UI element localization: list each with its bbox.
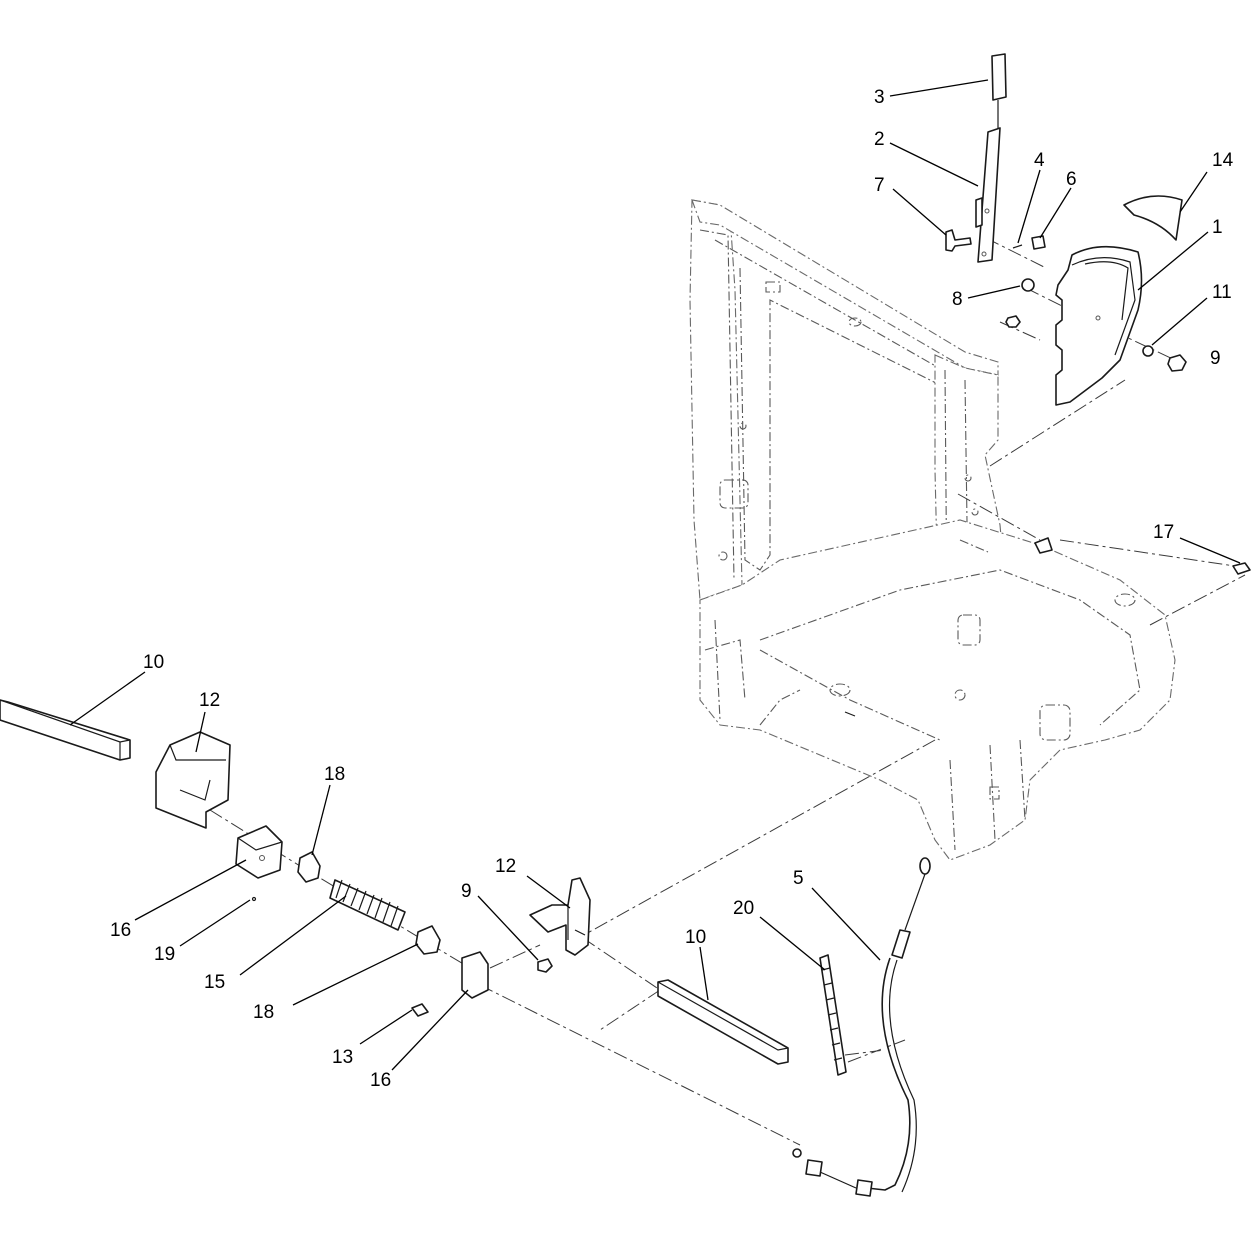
callout-19: 19 [154,944,175,965]
callout-12-left: 12 [199,690,220,711]
spacer-18-bottom [415,925,441,955]
cable-5 [792,857,931,1197]
bracket-12-left [155,731,231,829]
callout-7: 7 [874,175,885,196]
nut-8 [1021,278,1035,292]
callout-10-right: 10 [685,927,706,948]
callout-10-left: 10 [143,652,164,673]
callout-14: 14 [1212,150,1234,171]
callout-18-top: 18 [324,764,345,785]
spring-15 [329,879,406,931]
callout-6: 6 [1066,169,1077,190]
pin-4 [1012,244,1023,249]
pin-19 [251,896,257,902]
callout-18-bottom: 18 [253,1002,274,1023]
nut-9-bottom [537,958,553,973]
lower-linkage [0,699,931,1197]
callout-9-bottom: 9 [461,881,472,902]
callout-16-bottom: 16 [370,1070,391,1091]
bolt-6 [1031,235,1046,250]
washer-11 [1142,345,1154,357]
spring-20 [819,954,847,1076]
block-16-bottom [461,951,489,999]
callout-16-left: 16 [110,920,131,941]
callout-4: 4 [1034,150,1045,171]
callout-17: 17 [1153,522,1174,543]
callout-5: 5 [793,868,804,889]
callout-leaders [69,79,1241,1071]
spacer-18-top [297,851,321,883]
block-16-left [235,825,283,879]
callout-2: 2 [874,129,885,150]
cover-14 [1123,195,1183,241]
nut-9-top [1167,354,1187,372]
callout-9-top: 9 [1210,348,1221,369]
machine-frame [689,199,1176,861]
callout-8: 8 [952,289,963,310]
bolt-13 [411,1003,429,1017]
callout-20: 20 [733,898,754,919]
lever-grip [991,53,1007,101]
bolt-7 [945,229,972,252]
lever-assembly [945,53,1251,575]
callout-12-right: 12 [495,856,516,877]
assembly-centerlines [209,237,1249,1146]
bar-10-left [0,699,131,761]
callout-13: 13 [332,1047,353,1068]
callout-1: 1 [1212,217,1223,238]
callout-11: 11 [1212,282,1232,303]
lever-arm [977,127,1001,263]
callout-15: 15 [204,972,225,993]
bolt-17 [1232,562,1251,575]
callout-3: 3 [874,87,885,108]
callout-labels: 3 2 4 6 7 14 1 8 11 9 17 10 12 18 16 19 … [110,87,1234,1091]
guide-bracket-1 [1055,245,1143,406]
bracket-12-right [529,877,591,956]
